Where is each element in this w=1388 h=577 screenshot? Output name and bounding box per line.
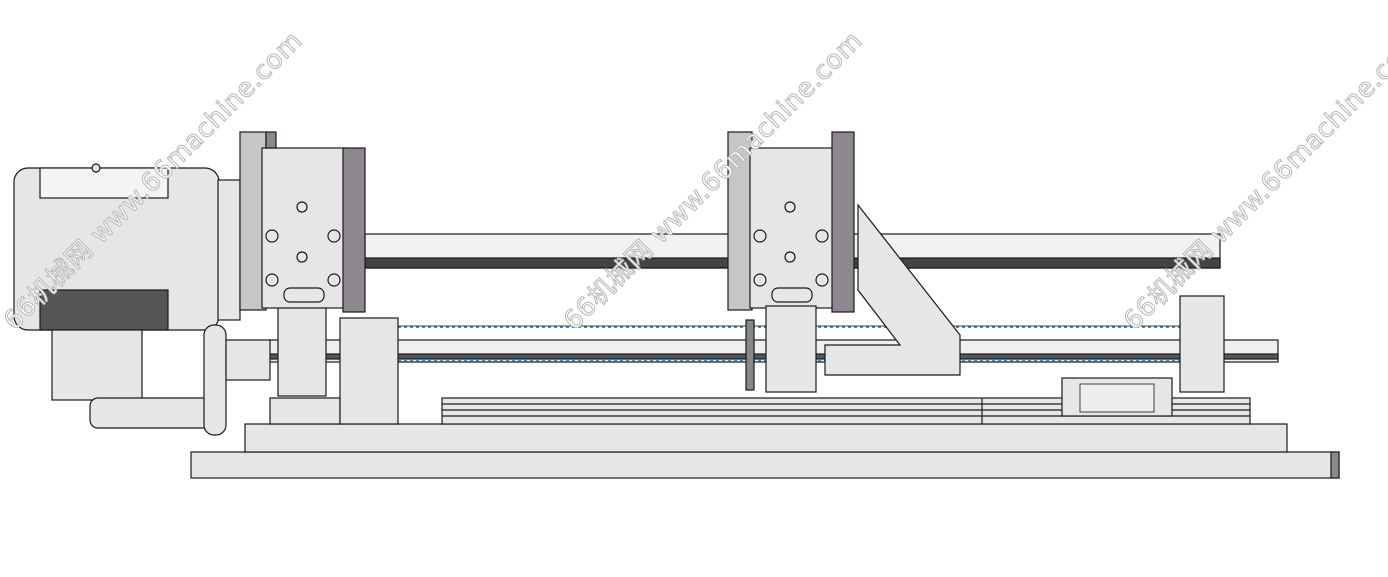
base-plate-end-cap [1330, 451, 1340, 479]
right-end-support [1179, 295, 1225, 393]
base-plate-top [244, 423, 1288, 453]
carriage-right [727, 131, 961, 393]
base-plate-bottom [190, 451, 1340, 479]
motor [13, 163, 241, 429]
carriage-left [239, 131, 366, 313]
handwheel [203, 324, 271, 436]
left-stand [269, 397, 341, 425]
